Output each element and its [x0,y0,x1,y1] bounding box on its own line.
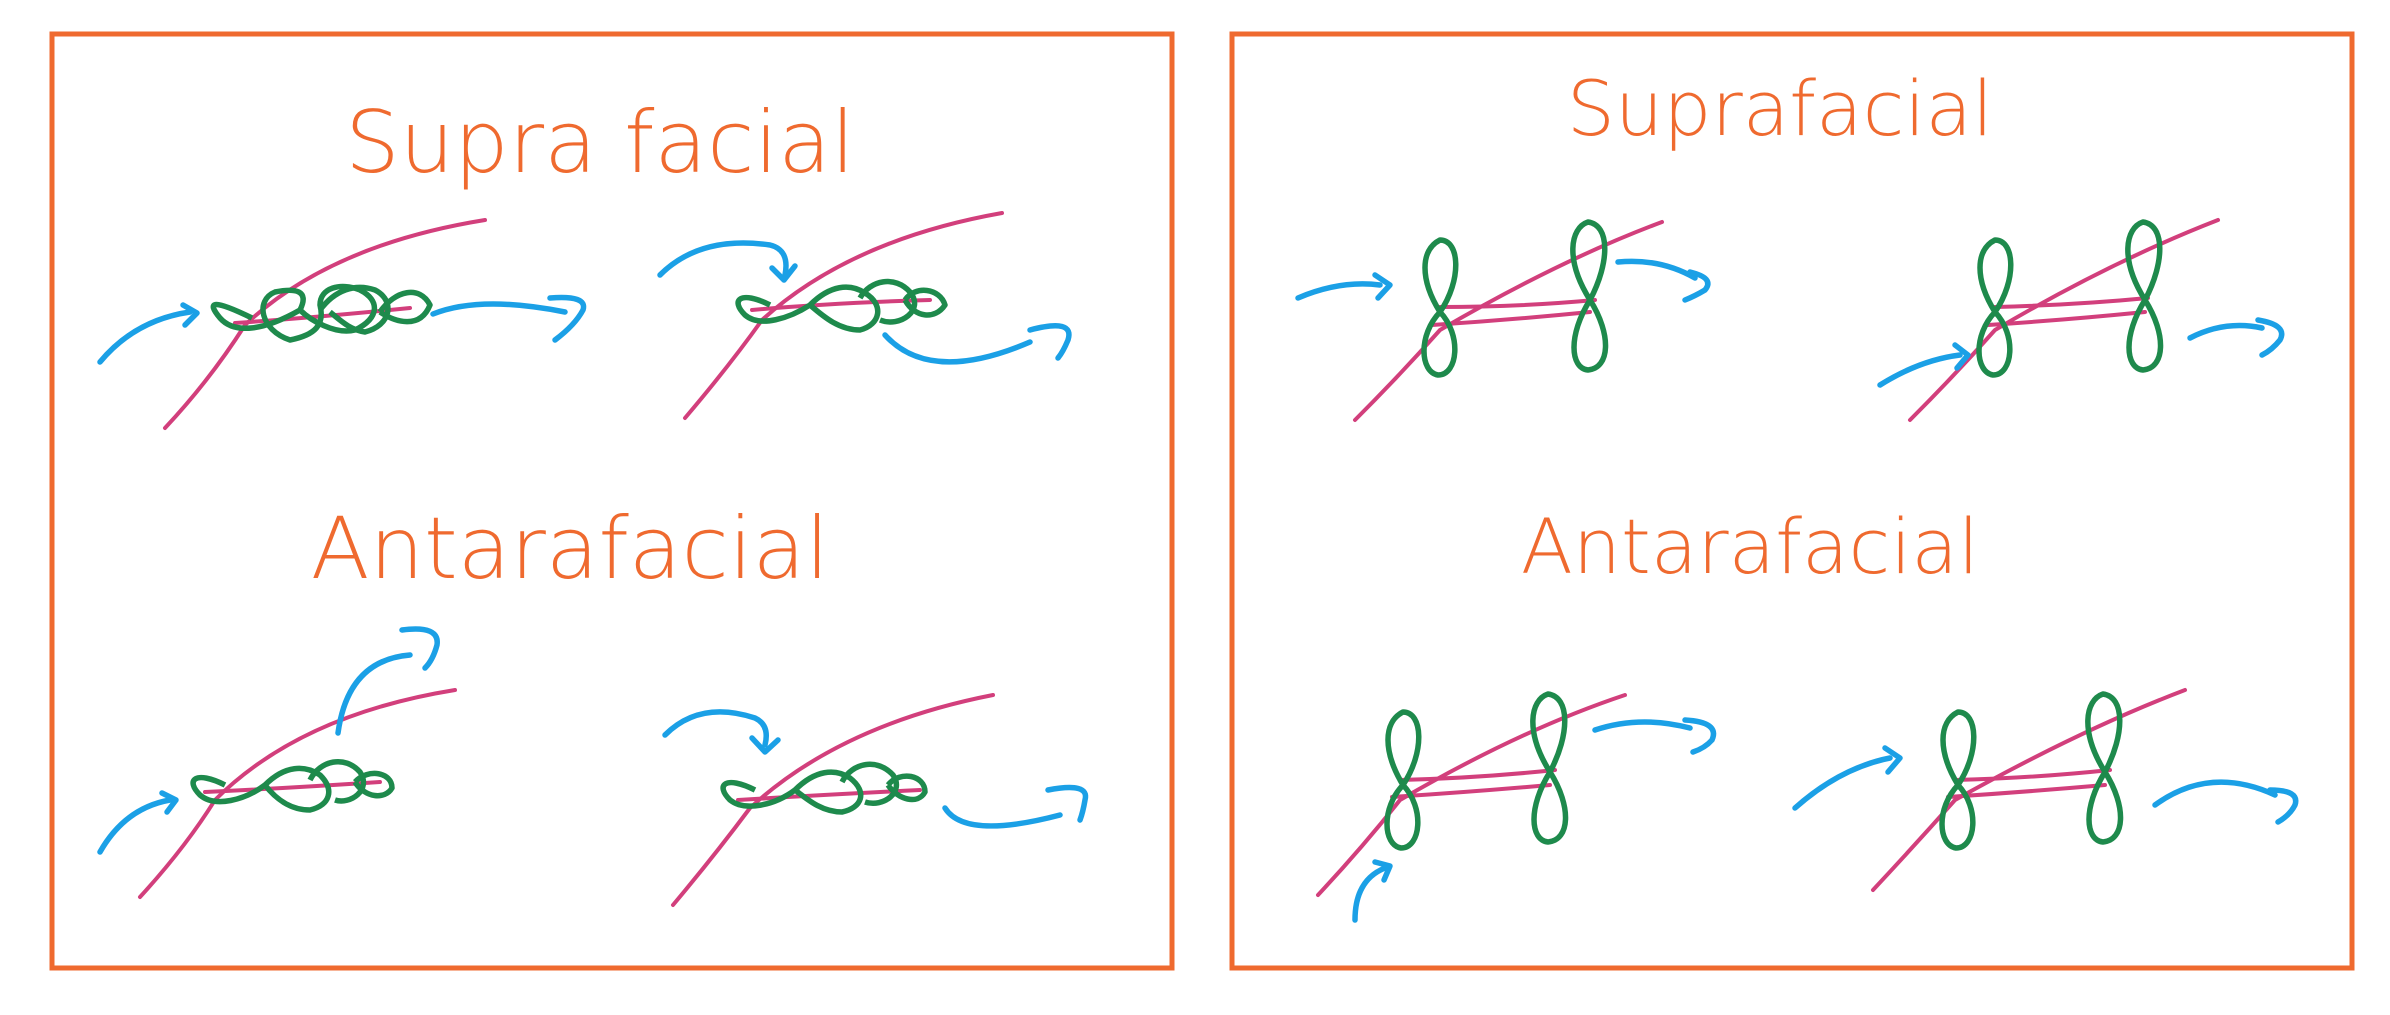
right-panel-frame [1229,31,2355,971]
arrow-shaft [942,805,1063,829]
left-antarafacial-label: Antarafacial [311,499,830,599]
p-orbital [1421,237,1459,378]
arrow-head [1027,323,1072,361]
arrow-head [1682,717,1717,755]
p-orbital [1530,691,1569,845]
sigma-bond [138,688,457,899]
right-panel: Suprafacial Antarafacial [1229,31,2355,971]
left-supra-diagram-1 [97,218,587,430]
left-panel-frame [49,31,1175,971]
arrow-head [180,302,200,328]
arrow-shaft [1295,281,1383,301]
sigma-bond [1316,693,1627,897]
p-orbital [1570,219,1609,373]
p-orbital [1939,709,1977,851]
p-orbital-lobes [190,765,332,813]
sigma-bond [671,693,995,907]
arrow-head [399,626,440,671]
arrow-head [1045,784,1089,823]
arrow-shaft [2187,322,2265,341]
arrow-head [1682,269,1711,303]
arrow-shaft [657,240,789,278]
p-orbital [1384,709,1422,851]
arrow-shaft [335,652,413,736]
arrow-head [547,294,587,343]
p-orbital-lobes [720,769,864,815]
left-antara-diagram-1 [97,626,457,899]
p-orbital-lobes [307,759,395,804]
p-orbital [2085,691,2124,845]
arrow-head [749,735,781,755]
arrow-head [769,263,798,283]
arrow-shaft [2152,779,2278,808]
arrow-head [2255,317,2285,358]
arrow-head [2267,787,2299,825]
arrow-head [1882,745,1903,775]
left-supra-diagram-2 [657,211,1072,420]
arrow-shaft [97,309,193,365]
sigma-bond [1430,310,1592,327]
right-supra-diagram-1 [1295,219,1711,422]
arrow-head [1372,859,1393,883]
arrow-shaft [430,301,568,317]
arrow-shaft [882,332,1033,365]
right-supra-diagram-2 [1877,218,2285,422]
right-antarafacial-label: Antarafacial [1521,502,1979,591]
p-orbital-lobes [735,284,881,333]
left-panel: Supra facial Antarafacial [49,31,1175,971]
arrow-head [1952,342,1971,371]
right-antara-diagram-2 [1792,688,2299,892]
right-suprafacial-label: Suprafacial [1567,64,1993,153]
arrow-shaft [97,797,173,855]
p-orbital-lobes [210,283,378,343]
arrow-shaft [1352,865,1388,923]
p-orbital [2125,219,2164,373]
sigma-bond [1871,688,2187,892]
sigma-bond [1993,296,2150,309]
p-orbital-lobes [317,284,433,335]
arrow-shaft [662,709,769,748]
arrow-shaft [1792,755,1893,811]
arrow-head [159,790,179,815]
sigma-bond [1398,768,1557,782]
p-orbital [1976,237,2014,378]
p-orbital-lobes [839,761,928,806]
arrow-head [1372,272,1393,301]
sigma-bond [1953,768,2112,782]
arrow-shaft [1615,258,1698,281]
arrow-shaft [1592,719,1693,733]
left-antara-diagram-2 [662,693,1089,907]
right-antara-diagram-1 [1316,691,1717,923]
left-suprafacial-label: Supra facial [345,93,855,193]
arrow-shaft [1877,352,1963,388]
p-orbital-lobes [857,278,948,325]
sigma-bond [1438,298,1597,309]
